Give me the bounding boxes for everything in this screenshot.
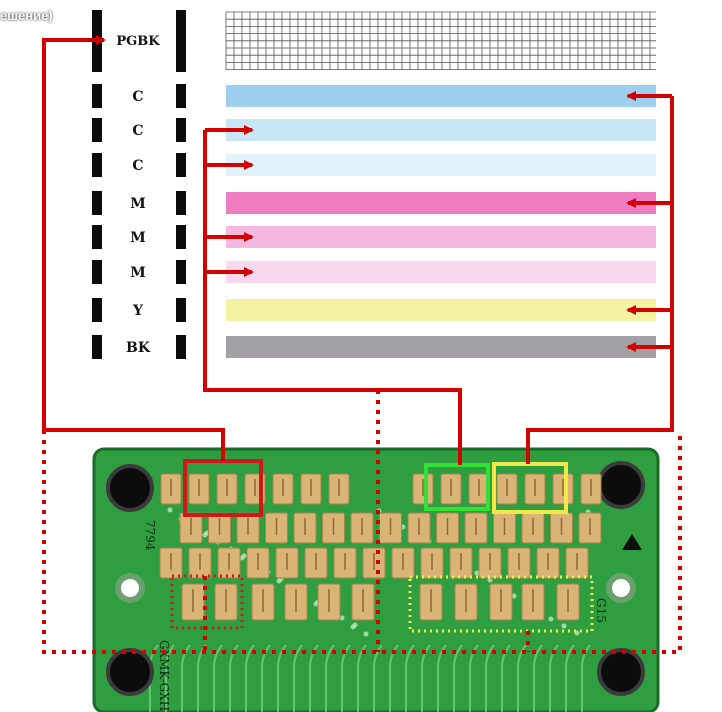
mounting-holes (106, 461, 645, 696)
nozzle-bar-2 (226, 119, 656, 141)
dash-left-6 (92, 260, 102, 284)
dash-left-8 (92, 335, 102, 359)
dotted-connections (42, 390, 682, 654)
pgbk-grid-pattern (225, 11, 656, 70)
row-label-8: BK (126, 340, 151, 356)
row-label-5: M (130, 230, 146, 246)
right-bus-line (526, 96, 674, 464)
row-label-7: Y (132, 303, 144, 319)
connection-arrows (42, 35, 674, 465)
dash-right-8 (176, 335, 186, 359)
row-label-2: C (132, 123, 143, 139)
orientation-triangle (622, 534, 642, 550)
contact-pads (159, 473, 602, 621)
dash-left-7 (92, 298, 102, 322)
row-label-4: M (130, 196, 146, 212)
dash-right-2 (176, 118, 186, 142)
dash-right-7 (176, 298, 186, 322)
nozzle-bar-3 (226, 154, 656, 176)
dash-left-5 (92, 225, 102, 249)
row-label-1: C (132, 89, 143, 105)
nozzle-bar-7 (226, 299, 656, 321)
dash-right-1 (176, 84, 186, 108)
color-pad-highlight-green (424, 463, 490, 511)
row-label-6: M (130, 265, 146, 281)
row-labels: PGBK C C C M M M Y BK (116, 34, 160, 356)
dash-right-3 (176, 153, 186, 177)
nozzle-bar-6 (226, 261, 656, 283)
row-label-0: PGBK (116, 34, 160, 49)
dash-left-1 (92, 84, 102, 108)
nozzle-check-bars (226, 85, 656, 358)
nozzle-bar-4 (226, 192, 656, 214)
dash-left-2 (92, 118, 102, 142)
nozzle-bar-1 (226, 85, 656, 107)
dash-right-4 (176, 191, 186, 215)
dash-left-4 (92, 191, 102, 215)
left-bus-line (203, 130, 462, 465)
dash-right-6 (176, 260, 186, 284)
dotted-outer-loop (42, 430, 682, 654)
nozzle-bar-5 (226, 226, 656, 248)
dash-left-3 (92, 153, 102, 177)
row-label-3: C (132, 158, 143, 174)
board-code-left: 7794 (143, 520, 157, 551)
video-caption: ешение) (0, 8, 53, 23)
board-edge (92, 447, 660, 712)
dash-right-5 (176, 225, 186, 249)
board-code-side: GXMK-GXH (157, 640, 171, 711)
board-code-right: G15 (594, 598, 608, 623)
dotted-yellow-pad-group (408, 575, 594, 633)
pgbk-col-right (176, 10, 186, 72)
nozzle-bar-8 (226, 336, 656, 358)
